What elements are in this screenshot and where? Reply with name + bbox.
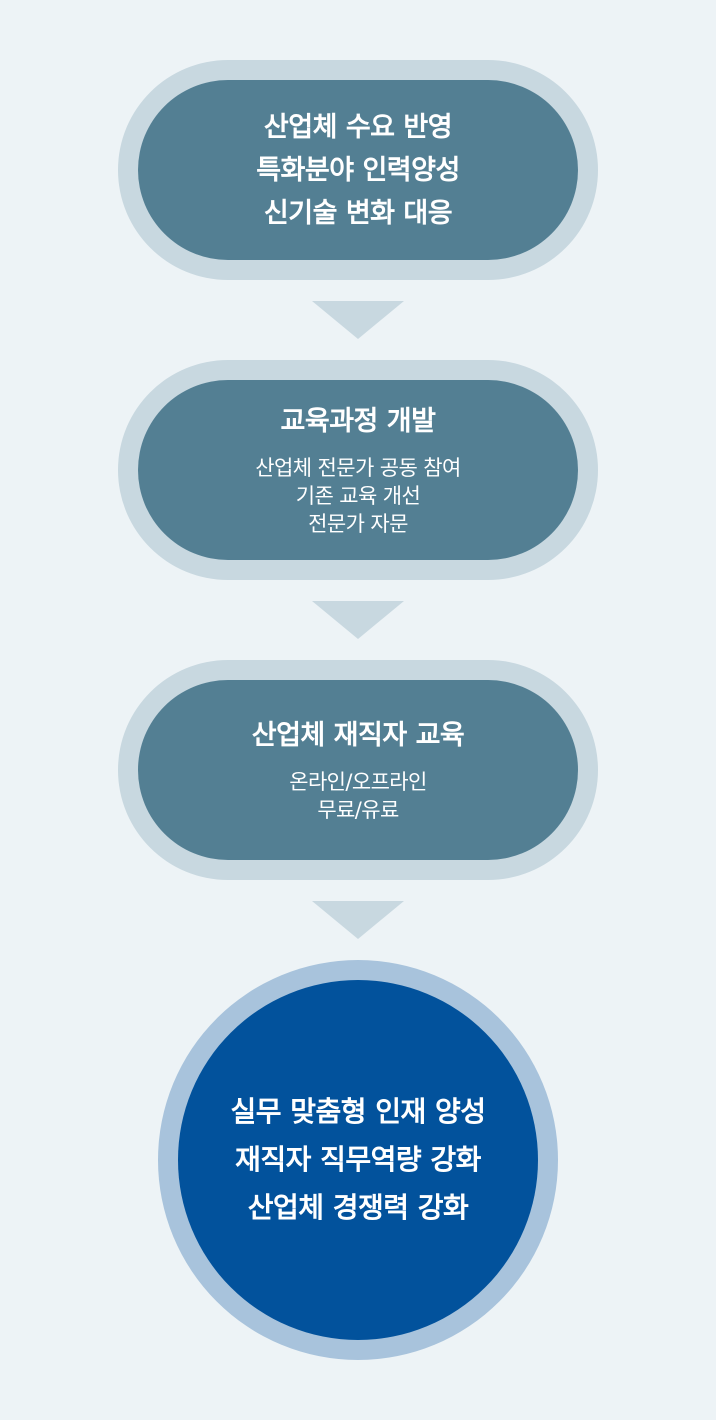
result-line-1: 실무 맞춤형 인재 양성 [230,1095,486,1128]
step-2-detail: 전문가 자문 [308,512,408,536]
step-2-details: 산업체 전문가 공동 참여 기존 교육 개선 전문가 자문 [255,454,461,538]
step-2-pill: 교육과정 개발 산업체 전문가 공동 참여 기존 교육 개선 전문가 자문 [138,380,578,560]
step-1-line-3: 신기술 변화 대응 [263,197,453,229]
step-1-pill: 산업체 수요 반영 특화분야 인력양성 신기술 변화 대응 [138,80,578,260]
step-1-line-1: 산업체 수요 반영 [263,111,453,143]
step-1-ring: 산업체 수요 반영 특화분야 인력양성 신기술 변화 대응 [118,60,598,280]
step-2-detail: 산업체 전문가 공동 참여 [255,456,461,480]
down-arrow-icon [312,601,404,639]
step-2-ring: 교육과정 개발 산업체 전문가 공동 참여 기존 교육 개선 전문가 자문 [118,360,598,580]
step-3-detail: 온라인/오프라인 [289,770,427,794]
result-line-3: 산업체 경쟁력 강화 [247,1191,469,1224]
result-circle: 실무 맞춤형 인재 양성 재직자 직무역량 강화 산업체 경쟁력 강화 [178,980,538,1340]
step-2-title: 교육과정 개발 [280,406,436,437]
step-3-pill: 산업체 재직자 교육 온라인/오프라인 무료/유료 [138,680,578,860]
step-3-title: 산업체 재직자 교육 [251,720,465,751]
step-1-line-2: 특화분야 인력양성 [256,154,460,186]
step-3-detail: 무료/유료 [317,798,399,822]
step-2-detail: 기존 교육 개선 [295,484,421,508]
step-3-ring: 산업체 재직자 교육 온라인/오프라인 무료/유료 [118,660,598,880]
result-line-2: 재직자 직무역량 강화 [235,1143,481,1176]
down-arrow-icon [312,901,404,939]
step-3-details: 온라인/오프라인 무료/유료 [289,768,427,824]
down-arrow-icon [312,301,404,339]
result-ring: 실무 맞춤형 인재 양성 재직자 직무역량 강화 산업체 경쟁력 강화 [158,960,558,1360]
